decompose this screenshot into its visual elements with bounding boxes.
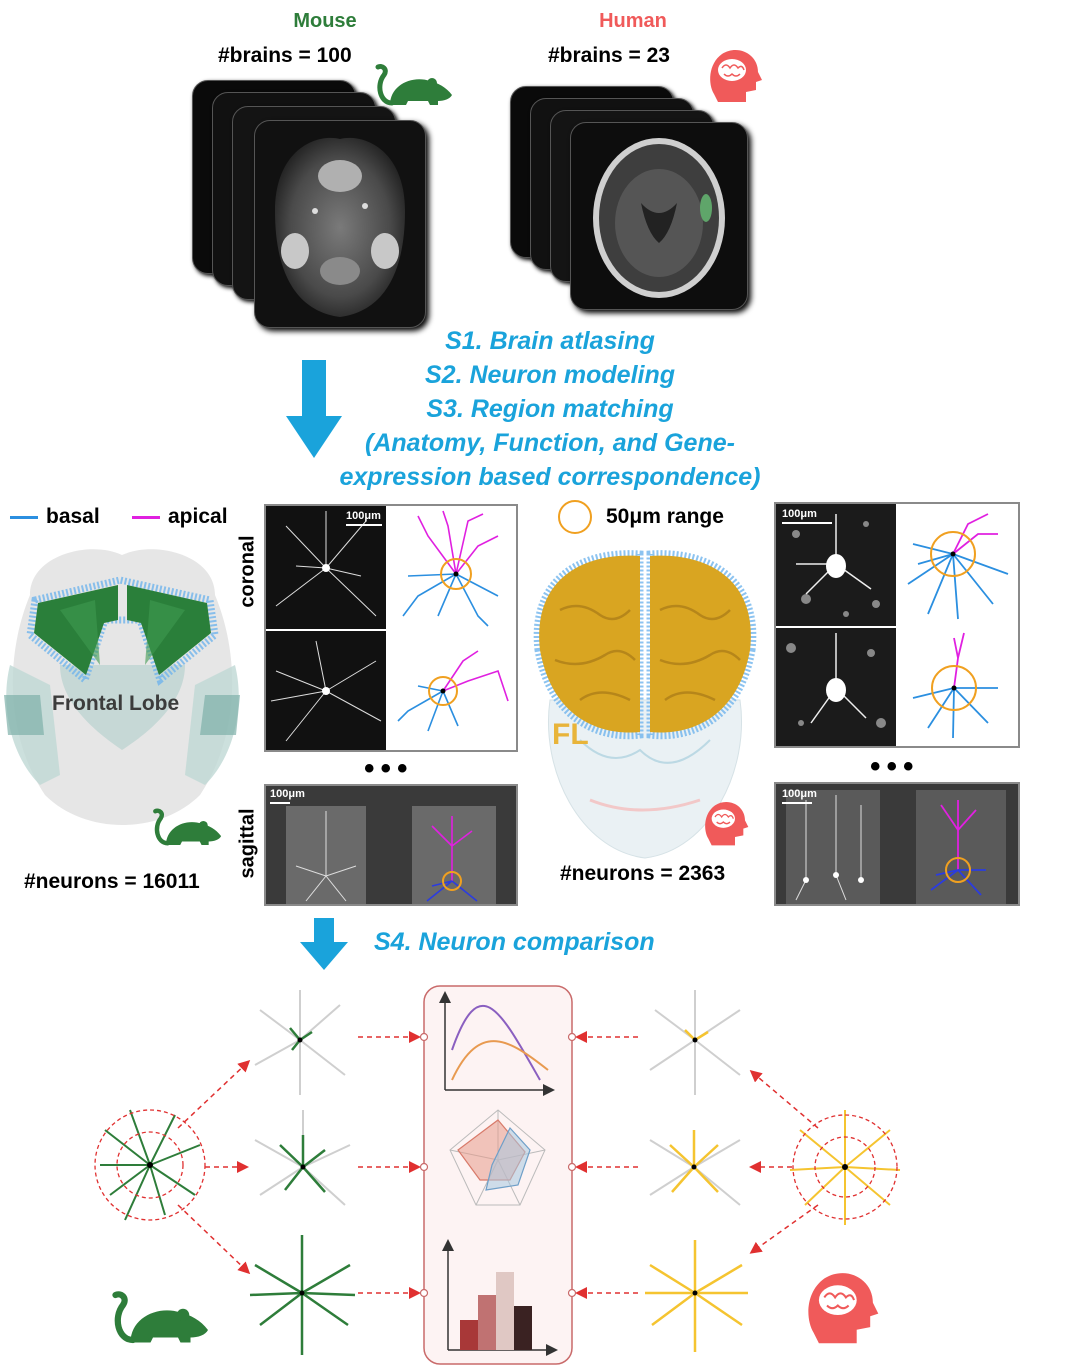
reconstruction xyxy=(916,790,1006,904)
human-neuron-count: #neurons = 2363 xyxy=(560,862,726,885)
scale-bar-label: 100μm xyxy=(346,510,381,522)
mouse-label: Mouse xyxy=(293,10,357,32)
human-label: Human xyxy=(599,10,667,32)
step-s3-detail-1: (Anatomy, Function, and Gene- xyxy=(365,429,735,457)
curve-chart-icon xyxy=(439,991,555,1096)
mouse-brain-3d xyxy=(4,549,240,825)
brain-slice-front xyxy=(254,120,426,328)
radar-series-blue xyxy=(485,1126,531,1191)
mouse-icon xyxy=(375,64,452,106)
mouse-source-neuron xyxy=(100,1109,201,1221)
human-head-icon xyxy=(705,802,749,846)
range-label: 50μm range xyxy=(606,505,724,528)
bar xyxy=(478,1295,496,1350)
human-head-icon xyxy=(808,1273,879,1344)
scale-bar xyxy=(270,802,290,804)
mouse-neuron-large xyxy=(249,1235,356,1355)
human-brain-stack xyxy=(510,86,750,316)
basal-swatch xyxy=(10,515,38,519)
mouse-neuron-count: #neurons = 16011 xyxy=(24,870,200,893)
range-circle-icon xyxy=(558,500,592,534)
mouse-coronal-panel: 100μm xyxy=(264,504,518,752)
apical-swatch xyxy=(132,515,160,519)
coronal-label: coronal xyxy=(236,535,259,608)
reconstruction xyxy=(898,504,1018,626)
mouse-icon xyxy=(112,1291,208,1344)
reconstruction xyxy=(898,628,1018,746)
scale-bar-label: 100μm xyxy=(782,788,817,800)
steps-block: S1. Brain atlasing S2. Neuron modeling S… xyxy=(290,324,810,494)
step-s3: S3. Region matching xyxy=(426,395,674,423)
reconstruction xyxy=(388,631,516,750)
mouse-neuron-medium xyxy=(254,1110,351,1206)
legend-apical: apical xyxy=(132,505,228,529)
reconstruction xyxy=(412,806,496,904)
scale-bar-label: 100μm xyxy=(782,508,817,520)
human-head-icon xyxy=(710,50,762,102)
human-neuron-large xyxy=(645,1240,748,1352)
step-s4: S4. Neuron comparison xyxy=(374,928,655,956)
micrograph xyxy=(786,790,880,904)
human-sagittal-panel: 100μm xyxy=(774,782,1020,906)
scale-bar-label: 100μm xyxy=(270,788,305,800)
bar xyxy=(514,1306,532,1350)
mouse-brain-stack xyxy=(192,80,432,330)
human-neuron-medium xyxy=(649,1139,741,1206)
human-brain-count: #brains = 23 xyxy=(548,44,670,67)
frontal-lobe-label: Frontal Lobe xyxy=(52,692,180,715)
bar xyxy=(496,1272,514,1350)
micrograph xyxy=(266,631,386,750)
scale-bar xyxy=(782,522,832,524)
mouse-neuron-small xyxy=(254,990,346,1095)
micrograph: 100μm xyxy=(266,506,386,629)
mouse-brain-count: #brains = 100 xyxy=(218,44,352,67)
human-brain-3d xyxy=(533,550,757,859)
apical-label: apical xyxy=(168,505,228,528)
reconstruction xyxy=(388,506,516,629)
mouse-icon xyxy=(153,808,222,846)
mouse-sagittal-panel: 100μm xyxy=(264,784,518,906)
micrograph: 100μm xyxy=(776,504,896,626)
legend-range: 50μm range xyxy=(558,500,724,534)
flow-arrow-down xyxy=(286,360,342,458)
micrograph xyxy=(286,806,366,904)
step-s3-detail-2: expression based correspondence) xyxy=(339,463,761,491)
human-neuron-panel: 100μm xyxy=(774,502,1020,748)
brain-slice-front xyxy=(570,122,748,310)
basal-label: basal xyxy=(46,505,100,528)
fl-label: FL xyxy=(552,718,589,751)
step-s1: S1. Brain atlasing xyxy=(445,327,655,355)
bar xyxy=(460,1320,478,1350)
ellipsis: ••• xyxy=(870,750,920,783)
scale-bar xyxy=(346,524,382,526)
flow-arrow-down xyxy=(300,918,348,970)
bar-chart-icon xyxy=(442,1239,558,1356)
human-neuron-small xyxy=(649,990,741,1095)
ellipsis: ••• xyxy=(364,752,414,785)
sagittal-label: sagittal xyxy=(236,808,259,879)
scale-bar xyxy=(782,802,812,804)
step-s2: S2. Neuron modeling xyxy=(424,361,676,389)
micrograph xyxy=(776,628,896,746)
legend-basal: basal xyxy=(10,505,100,529)
comparison-diagram xyxy=(94,985,901,1365)
